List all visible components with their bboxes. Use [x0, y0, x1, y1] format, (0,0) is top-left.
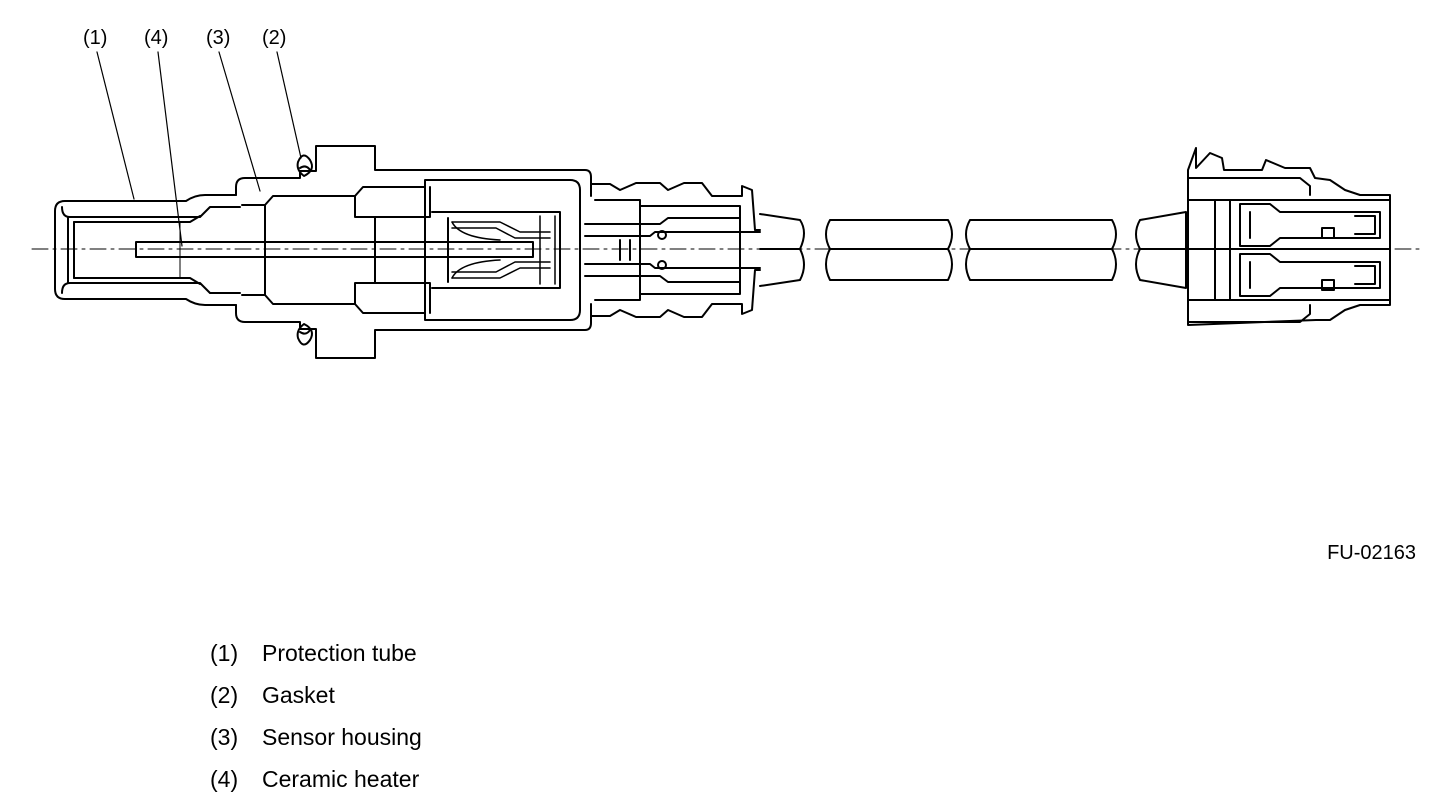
legend-number: (4)	[210, 765, 239, 792]
legend-label: Gasket	[262, 681, 335, 708]
callout-2: (2)	[262, 27, 287, 49]
callout-3: (3)	[206, 27, 231, 49]
callout-4: (4)	[144, 27, 169, 49]
legend-label: Ceramic heater	[262, 765, 420, 792]
leader-line-2	[276, 51, 302, 159]
wire-harness	[759, 211, 1187, 289]
callout-1: (1)	[83, 27, 108, 49]
connector	[1187, 147, 1391, 326]
legend-number: (3)	[210, 723, 239, 750]
spring-contacts	[451, 215, 556, 285]
legend-item: (3) Sensor housing	[210, 716, 422, 758]
legend-item: (4) Ceramic heater	[210, 758, 422, 800]
figure-id: FU-02163	[1327, 542, 1416, 564]
legend: (1) Protection tube (2) Gasket (3) Senso…	[210, 632, 422, 800]
legend-label: Protection tube	[262, 639, 417, 666]
legend-item: (1) Protection tube	[210, 632, 422, 674]
leader-line-4	[157, 51, 183, 247]
leader-line-1	[96, 51, 135, 200]
legend-number: (2)	[210, 681, 239, 708]
grommet	[584, 182, 761, 318]
protection-tube	[54, 187, 241, 313]
ceramic-heater	[135, 241, 534, 258]
gasket	[296, 154, 313, 346]
leader-line-3	[218, 51, 261, 192]
legend-number: (1)	[210, 639, 239, 666]
legend-item: (2) Gasket	[210, 674, 422, 716]
legend-label: Sensor housing	[262, 723, 422, 750]
sensor-housing	[235, 145, 592, 359]
leader-lines	[96, 51, 302, 247]
